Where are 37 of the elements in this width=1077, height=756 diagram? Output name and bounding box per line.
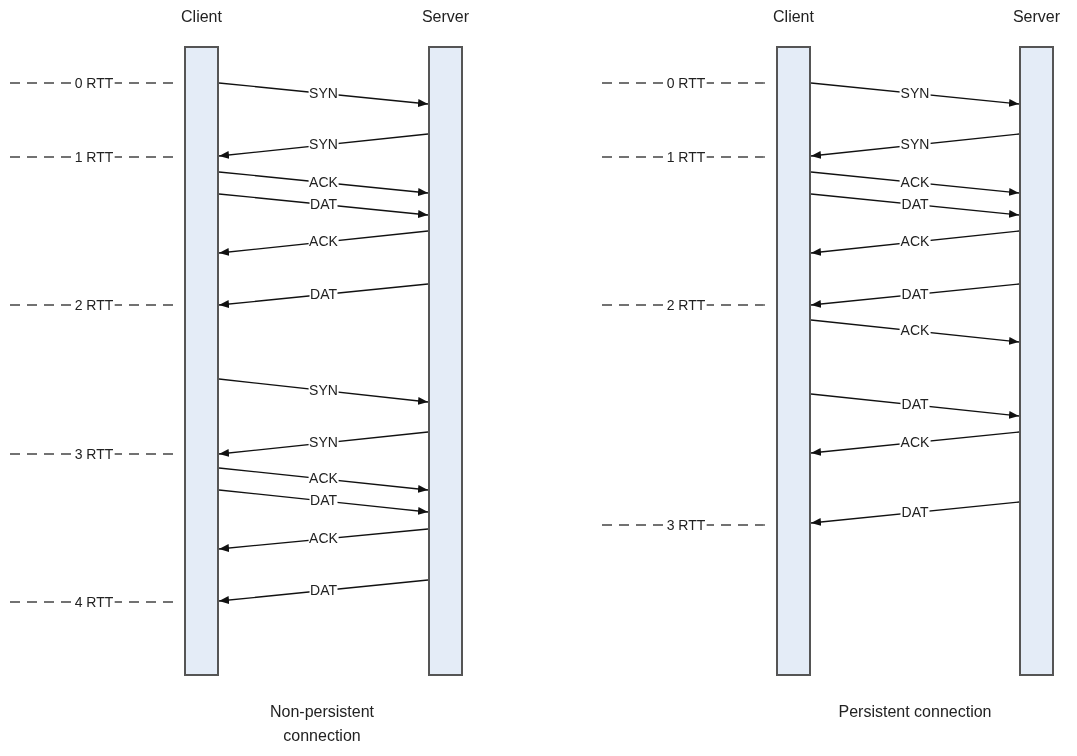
rtt-label: 2 RTT (73, 298, 115, 312)
rtt-label: 1 RTT (665, 150, 707, 164)
edge-label: ACK (308, 174, 339, 189)
edge-label: DAT (309, 582, 338, 597)
edge-label: SYN (308, 382, 339, 397)
edge-label: DAT (309, 286, 338, 301)
diagram-caption: Non-persistent connection (268, 702, 375, 746)
edge-label: SYN (308, 85, 339, 100)
rtt-label: 0 RTT (665, 76, 707, 90)
rtt-label: 3 RTT (665, 518, 707, 532)
rtt-label: 0 RTT (73, 76, 115, 90)
lifeline-heading: Client (773, 8, 814, 26)
edge-label: ACK (308, 531, 339, 545)
edge-label: DAT (900, 397, 930, 411)
edge-label: SYN (899, 85, 931, 100)
diagram-caption: Persistent connection (837, 702, 993, 722)
edge-label: ACK (899, 234, 931, 248)
edge-label: ACK (899, 434, 931, 449)
rtt-label: 3 RTT (73, 447, 115, 461)
edge-label: DAT (900, 286, 930, 301)
edge-label: ACK (308, 471, 339, 485)
edge-label: ACK (899, 323, 931, 337)
lifeline-heading: Server (421, 8, 470, 26)
edge-label: SYN (899, 137, 931, 151)
rtt-label: 2 RTT (665, 298, 707, 312)
edge-label: SYN (308, 137, 339, 151)
edge-label: ACK (308, 234, 339, 248)
edge-label: DAT (309, 196, 338, 211)
edge-label: ACK (899, 174, 931, 189)
edge-label: DAT (900, 504, 930, 519)
lifeline-heading: Server (1012, 8, 1061, 26)
rtt-label: 1 RTT (73, 150, 115, 164)
edge-label: SYN (308, 435, 339, 449)
lifeline-heading: Client (181, 8, 222, 26)
edge-label: DAT (900, 196, 930, 211)
edge-label: DAT (309, 493, 338, 507)
rtt-label: 4 RTT (73, 595, 115, 609)
